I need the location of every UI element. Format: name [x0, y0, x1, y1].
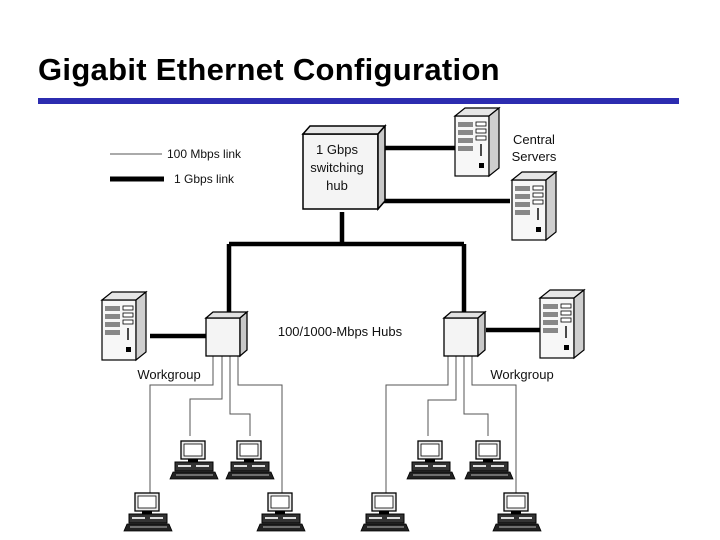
title-underline [38, 98, 679, 104]
workstation-icon [123, 492, 173, 532]
workgroup-label-left: Workgroup [137, 367, 200, 382]
link-left-c [229, 356, 251, 436]
workstation-icon [256, 492, 306, 532]
link-right-d [471, 356, 517, 494]
workgroup-label-right: Workgroup [490, 367, 553, 382]
hubs-label: 100/1000-Mbps Hubs [278, 324, 403, 339]
workstation-icon [464, 440, 514, 480]
workstation-icon [406, 440, 456, 480]
workstation-icon [492, 492, 542, 532]
mbps-links-left [149, 356, 283, 494]
mbps-links-right [385, 356, 517, 494]
slide-title: Gigabit Ethernet Configuration [38, 52, 500, 87]
switch-label-line-1: 1 Gbps [316, 142, 358, 157]
workgroup-server-right [539, 289, 585, 359]
link-left-a [149, 356, 214, 494]
link-right-b [427, 356, 457, 436]
central-servers-label-line-1: Central [513, 132, 555, 147]
workgroup-server-left [101, 291, 147, 361]
legend-thick-label: 1 Gbps link [174, 172, 235, 186]
hub-left [205, 311, 248, 357]
link-right-c [463, 356, 489, 436]
workstation-icon [169, 440, 219, 480]
link-left-b [189, 356, 223, 436]
hub-right [443, 311, 486, 357]
workstation-icon [225, 440, 275, 480]
central-server-2 [511, 171, 557, 241]
switch-label-line-3: hub [326, 178, 348, 193]
legend-thin-label: 100 Mbps link [167, 147, 242, 161]
central-servers-label-line-2: Servers [512, 149, 557, 164]
central-server-1 [454, 107, 500, 177]
switching-hub: 1 Gbps switching hub [301, 124, 387, 211]
link-left-d [237, 356, 283, 494]
workstation-icon [360, 492, 410, 532]
legend: 100 Mbps link 1 Gbps link [110, 147, 242, 186]
switch-label-line-2: switching [310, 160, 363, 175]
link-right-a [385, 356, 449, 494]
